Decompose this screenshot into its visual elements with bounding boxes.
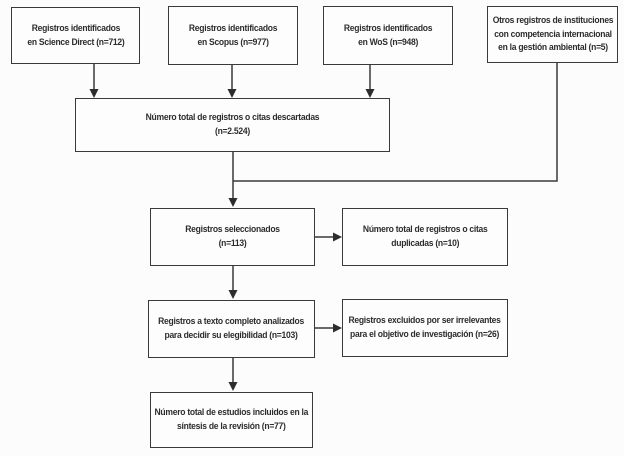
box-texto-completo: Registros a texto completo analizados pa… [148, 300, 315, 358]
arrow-wos-to-descartadas [365, 65, 375, 98]
box-incluidos-label: Número total de estudios incluidos en la… [154, 407, 309, 432]
box-excluidos-label: Registros excluidos por ser irrelevantes… [348, 315, 502, 340]
arrow-seleccionados-to-texto-completo [228, 266, 238, 299]
box-science-direct-label: Registros identificados en Science Direc… [26, 22, 125, 48]
box-excluidos: Registros excluidos por ser irrelevantes… [342, 299, 508, 357]
box-seleccionados-label: Registros seleccionados (n=113) [185, 224, 280, 249]
arrow-texto-completo-to-excluidos [315, 323, 342, 333]
box-descartadas: Número total de registros o citas descar… [75, 98, 390, 152]
box-wos: Registros identificados en WoS (n=948) [323, 6, 453, 65]
box-scopus: Registros identificados en Scopus (n=977… [168, 6, 298, 65]
box-wos-label: Registros identificados en WoS (n=948) [343, 22, 433, 48]
arrow-descartadas-to-seleccionados [228, 152, 238, 207]
box-seleccionados: Registros seleccionados (n=113) [150, 208, 315, 266]
box-incluidos: Número total de estudios incluidos en la… [150, 392, 313, 448]
box-duplicadas: Número total de registros o citas duplic… [342, 208, 508, 266]
arrow-scopus-to-descartadas [227, 65, 237, 98]
box-otros-registros: Otros registros de instituciones con com… [487, 6, 618, 63]
box-otros-registros-label: Otros registros de instituciones con com… [492, 14, 613, 54]
box-texto-completo-label: Registros a texto completo analizados pa… [158, 316, 305, 341]
arrow-texto-completo-to-incluidos [228, 358, 238, 391]
arrow-seleccionados-to-duplicadas [315, 232, 342, 242]
box-science-direct: Registros identificados en Science Direc… [11, 7, 140, 64]
box-duplicadas-label: Número total de registros o citas duplic… [362, 224, 488, 249]
box-scopus-label: Registros identificados en Scopus (n=977… [188, 22, 278, 48]
box-descartadas-label: Número total de registros o citas descar… [145, 112, 320, 137]
arrow-science-direct-to-descartadas [89, 64, 99, 98]
